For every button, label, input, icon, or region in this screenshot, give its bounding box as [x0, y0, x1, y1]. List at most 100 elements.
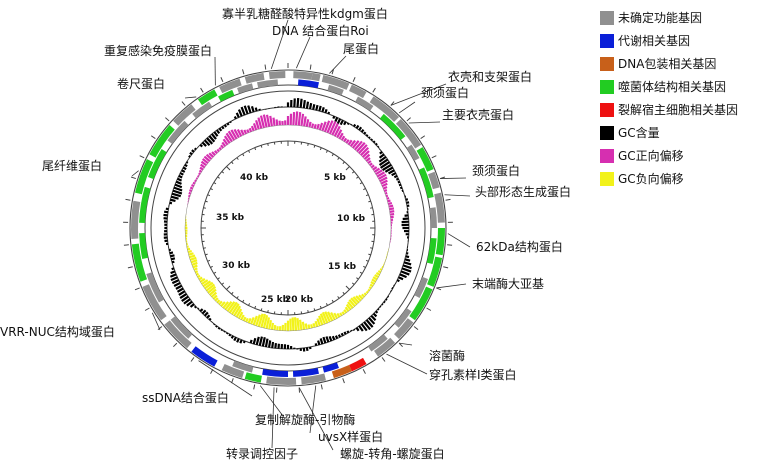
- scale-tick: [255, 148, 256, 150]
- legend-item: DNA包装相关基因: [600, 52, 756, 75]
- scale-tick: [210, 266, 212, 267]
- scale-tick: [208, 260, 210, 261]
- legend-item: GC正向偏移: [600, 144, 756, 167]
- scale-label-35kb: 35 kb: [216, 213, 245, 223]
- scale-tick: [320, 148, 321, 150]
- gene-feature: [266, 377, 296, 385]
- legend: 未确定功能基因代谢相关基因 DNA包装相关基因噬菌体结构相关基因裂解宿主细胞相关基…: [600, 6, 756, 190]
- label-uvsx-like: uvsX样蛋白: [318, 429, 383, 444]
- leader-line: [329, 56, 346, 73]
- scale-tick: [338, 158, 339, 160]
- leader-line: [260, 386, 283, 416]
- scale-tick: [368, 201, 370, 202]
- scale-label-10kb: 10 kb: [337, 214, 366, 224]
- outer-tick: [407, 118, 411, 121]
- scale-tick: [314, 145, 315, 147]
- scale-tick: [356, 278, 358, 279]
- gene-feature: [311, 73, 320, 81]
- legend-swatch: [600, 126, 614, 140]
- scale-tick: [268, 310, 269, 312]
- label-terminase-large: 末端酶大亚基: [472, 276, 544, 291]
- legend-item: 代谢相关基因: [600, 29, 756, 52]
- outer-tick: [151, 136, 155, 139]
- legend-item: 噬菌体结构相关基因: [600, 75, 756, 98]
- scale-tick: [352, 283, 354, 285]
- legend-label: 未确定功能基因: [618, 9, 702, 26]
- legend-item: GC含量: [600, 121, 756, 144]
- legend-label: GC正向偏移: [618, 147, 684, 164]
- scale-tick: [308, 310, 309, 312]
- scale-tick: [360, 183, 362, 184]
- outer-tick: [173, 343, 176, 347]
- outer-tick: [421, 136, 425, 139]
- legend-swatch: [600, 172, 614, 186]
- scale-tick: [332, 300, 333, 302]
- legend-item: 未确定功能基因: [600, 6, 756, 29]
- outer-tick: [446, 199, 451, 200]
- scale-tick: [352, 171, 354, 173]
- legend-label: 噬菌体结构相关基因: [618, 78, 726, 95]
- outer-tick: [135, 288, 140, 290]
- outer-tick: [373, 88, 376, 92]
- outer-tick: [221, 77, 223, 82]
- scale-tick: [366, 260, 368, 261]
- legend-label: 裂解宿主细胞相关基因: [618, 101, 738, 118]
- label-neck-whisker-2: 颈须蛋白: [472, 163, 520, 178]
- scale-tick: [320, 306, 321, 308]
- scale-tick: [205, 201, 207, 202]
- legend-swatch: [600, 80, 614, 94]
- scale-tick: [308, 143, 309, 145]
- scale-tick: [222, 283, 224, 285]
- outer-tick: [363, 369, 365, 373]
- scale-tick: [243, 154, 244, 156]
- scale-tick: [368, 254, 370, 255]
- label-kdgm-protein: 寡半乳糖醛酸特异性kdgm蛋白: [222, 6, 388, 21]
- outer-tick: [131, 177, 136, 179]
- legend-swatch: [600, 34, 614, 48]
- gene-feature: [407, 145, 420, 161]
- scale-tick: [226, 166, 230, 170]
- gene-feature: [293, 71, 312, 80]
- scale-tick: [205, 254, 207, 255]
- scale-label-30kb: 30 kb: [222, 261, 251, 271]
- outer-tick: [182, 102, 185, 106]
- scale-tick: [231, 292, 233, 294]
- label-tail-protein: 尾蛋白: [343, 41, 379, 56]
- scale-tick: [261, 145, 262, 147]
- scale-label-20kb: 20 kb: [285, 295, 314, 305]
- gene-feature: [436, 228, 445, 255]
- label-superinfection-immunity: 重复感染免疫膜蛋白: [104, 43, 212, 58]
- legend-swatch: [600, 103, 614, 117]
- label-62kda-structural: 62kDa结构蛋白: [476, 239, 563, 254]
- legend-label: DNA包装相关基因: [618, 55, 716, 72]
- outer-tick: [382, 357, 385, 361]
- legend-swatch: [600, 57, 614, 71]
- scale-tick: [218, 177, 220, 178]
- scale-tick: [249, 150, 250, 152]
- outer-tick: [191, 357, 194, 361]
- leader-line: [399, 102, 415, 113]
- leader-line: [296, 37, 310, 68]
- scale-tick: [338, 296, 339, 298]
- outer-tick: [343, 378, 345, 383]
- label-transcription-regulator: 转录调控因子: [226, 446, 298, 461]
- label-head-morphogenesis: 头部形态生成蛋白: [475, 184, 571, 199]
- label-perforin-like: 穿孔素样I类蛋白: [429, 367, 517, 382]
- scale-tick: [370, 208, 372, 209]
- scale-tick: [343, 162, 345, 164]
- scale-tick: [255, 306, 256, 308]
- legend-label: GC负向偏移: [618, 170, 684, 187]
- legend-item: GC负向偏移: [600, 167, 756, 190]
- outer-tick: [265, 65, 266, 70]
- leader-line: [409, 122, 440, 123]
- gene-feature: [269, 71, 286, 79]
- outer-tick: [414, 327, 418, 330]
- scale-tick: [314, 308, 315, 310]
- scale-tick: [360, 272, 362, 273]
- outer-tick: [321, 385, 322, 390]
- scale-tick: [356, 177, 358, 178]
- label-tape-measure: 卷尺蛋白: [117, 76, 165, 91]
- scale-tick: [237, 296, 238, 298]
- outer-tick: [201, 88, 204, 92]
